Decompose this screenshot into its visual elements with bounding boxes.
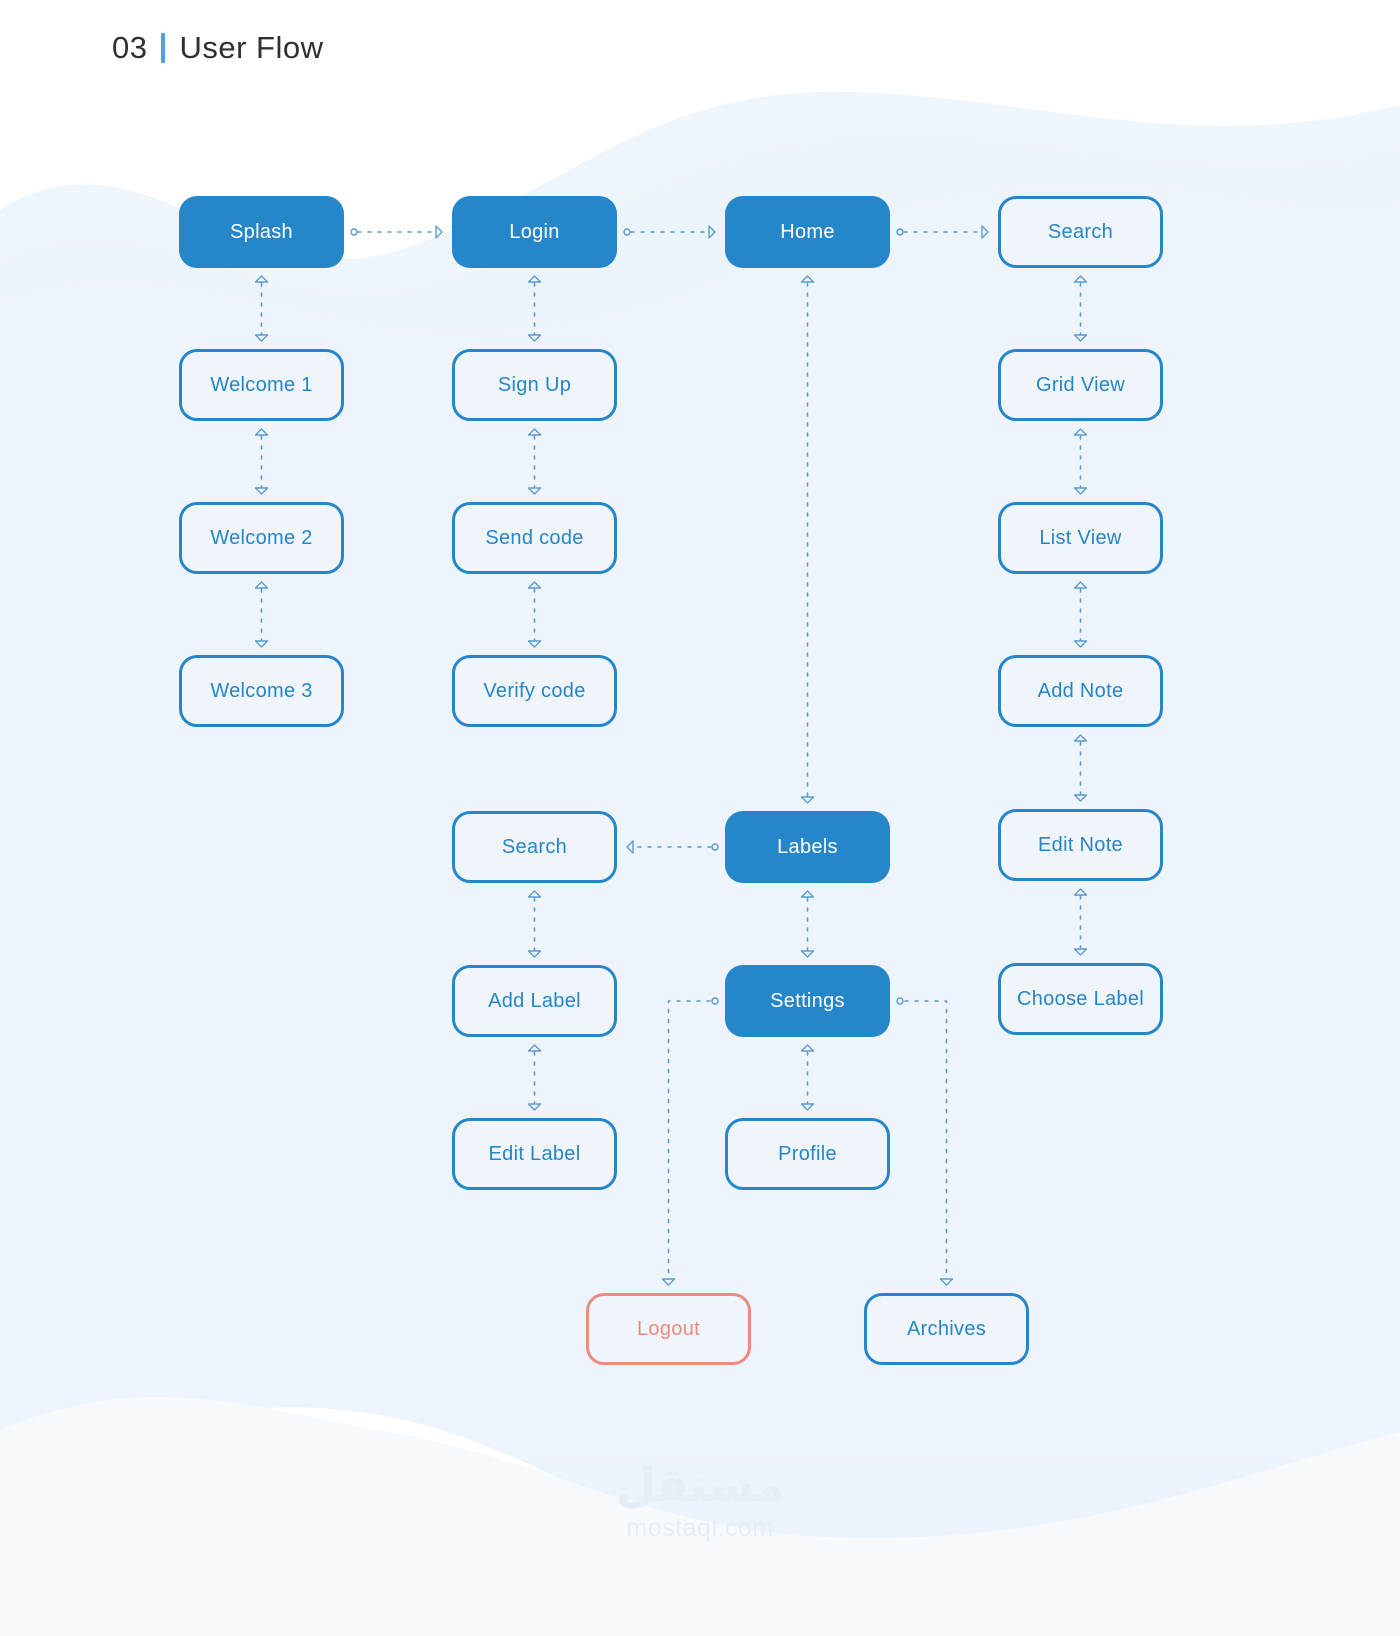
flow-node-welcome1[interactable]: Welcome 1 <box>179 349 344 421</box>
flow-node-chooselabel[interactable]: Choose Label <box>998 963 1163 1035</box>
flow-node-settings[interactable]: Settings <box>725 965 890 1037</box>
flow-node-label: Sign Up <box>498 374 571 397</box>
flow-node-labels[interactable]: Labels <box>725 811 890 883</box>
connector-search_mid-to-addlabel <box>529 891 541 957</box>
flow-node-label: Send code <box>485 527 583 550</box>
flow-node-archives[interactable]: Archives <box>864 1293 1029 1365</box>
connector-addnote-to-editnote <box>1075 735 1087 801</box>
flow-node-label: Verify code <box>483 680 585 703</box>
connector-home-to-labels <box>802 276 814 803</box>
flow-node-welcome2[interactable]: Welcome 2 <box>179 502 344 574</box>
flow-node-listview[interactable]: List View <box>998 502 1163 574</box>
flow-node-logout[interactable]: Logout <box>586 1293 751 1365</box>
flow-node-welcome3[interactable]: Welcome 3 <box>179 655 344 727</box>
flow-node-editnote[interactable]: Edit Note <box>998 809 1163 881</box>
title-separator-bar <box>161 33 165 63</box>
connector-search_top-to-gridview <box>1075 276 1087 341</box>
flow-node-label: Edit Note <box>1038 834 1123 857</box>
page-title: 03 User Flow <box>112 30 324 66</box>
connector-gridview-to-listview <box>1075 429 1087 494</box>
flow-node-label: Choose Label <box>1017 988 1144 1011</box>
connector-welcome1-to-welcome2 <box>256 429 268 494</box>
flow-node-editlabel[interactable]: Edit Label <box>452 1118 617 1190</box>
flow-node-label: Splash <box>230 221 293 244</box>
connector-splash-to-login <box>351 226 442 238</box>
flow-node-label: Profile <box>778 1143 837 1166</box>
flow-node-splash[interactable]: Splash <box>179 196 344 268</box>
flow-node-gridview[interactable]: Grid View <box>998 349 1163 421</box>
connector-splash-to-welcome1 <box>256 276 268 341</box>
flow-node-label: Add Note <box>1038 680 1124 703</box>
flow-node-label: Welcome 1 <box>210 374 312 397</box>
flow-node-login[interactable]: Login <box>452 196 617 268</box>
flow-node-label: Welcome 2 <box>210 527 312 550</box>
flow-node-label: Welcome 3 <box>210 680 312 703</box>
flow-node-label: Search <box>502 836 567 859</box>
flow-node-label: Login <box>509 221 559 244</box>
connector-addlabel-to-editlabel <box>529 1045 541 1110</box>
flow-node-home[interactable]: Home <box>725 196 890 268</box>
flow-node-label: List View <box>1039 527 1121 550</box>
connector-settings-to-logout <box>663 998 719 1285</box>
connector-home-to-search_top <box>897 226 988 238</box>
flow-node-label: Logout <box>637 1318 700 1341</box>
flow-node-verifycode[interactable]: Verify code <box>452 655 617 727</box>
connector-login-to-signup <box>529 276 541 341</box>
flow-node-profile[interactable]: Profile <box>725 1118 890 1190</box>
flow-node-sendcode[interactable]: Send code <box>452 502 617 574</box>
connector-signup-to-sendcode <box>529 429 541 494</box>
page-title-text: User Flow <box>179 30 323 66</box>
flow-node-label: Grid View <box>1036 374 1125 397</box>
flow-node-label: Edit Label <box>489 1143 581 1166</box>
connector-welcome2-to-welcome3 <box>256 582 268 647</box>
connector-settings-to-profile <box>802 1045 814 1110</box>
flow-node-search_mid[interactable]: Search <box>452 811 617 883</box>
connector-settings-to-archives <box>897 998 953 1285</box>
connector-sendcode-to-verifycode <box>529 582 541 647</box>
page-title-number: 03 <box>112 30 147 66</box>
flow-node-label: Settings <box>770 990 845 1013</box>
connector-labels-to-search_mid <box>627 841 718 853</box>
flow-node-label: Labels <box>777 836 838 859</box>
connector-listview-to-addnote <box>1075 582 1087 647</box>
connector-labels-to-settings <box>802 891 814 957</box>
connector-login-to-home <box>624 226 715 238</box>
flow-node-label: Home <box>780 221 835 244</box>
flow-node-label: Archives <box>907 1318 986 1341</box>
flow-node-label: Search <box>1048 221 1113 244</box>
flow-node-addnote[interactable]: Add Note <box>998 655 1163 727</box>
flow-node-search_top[interactable]: Search <box>998 196 1163 268</box>
flow-node-addlabel[interactable]: Add Label <box>452 965 617 1037</box>
flow-node-signup[interactable]: Sign Up <box>452 349 617 421</box>
flow-node-label: Add Label <box>488 990 581 1013</box>
connector-editnote-to-chooselabel <box>1075 889 1087 955</box>
